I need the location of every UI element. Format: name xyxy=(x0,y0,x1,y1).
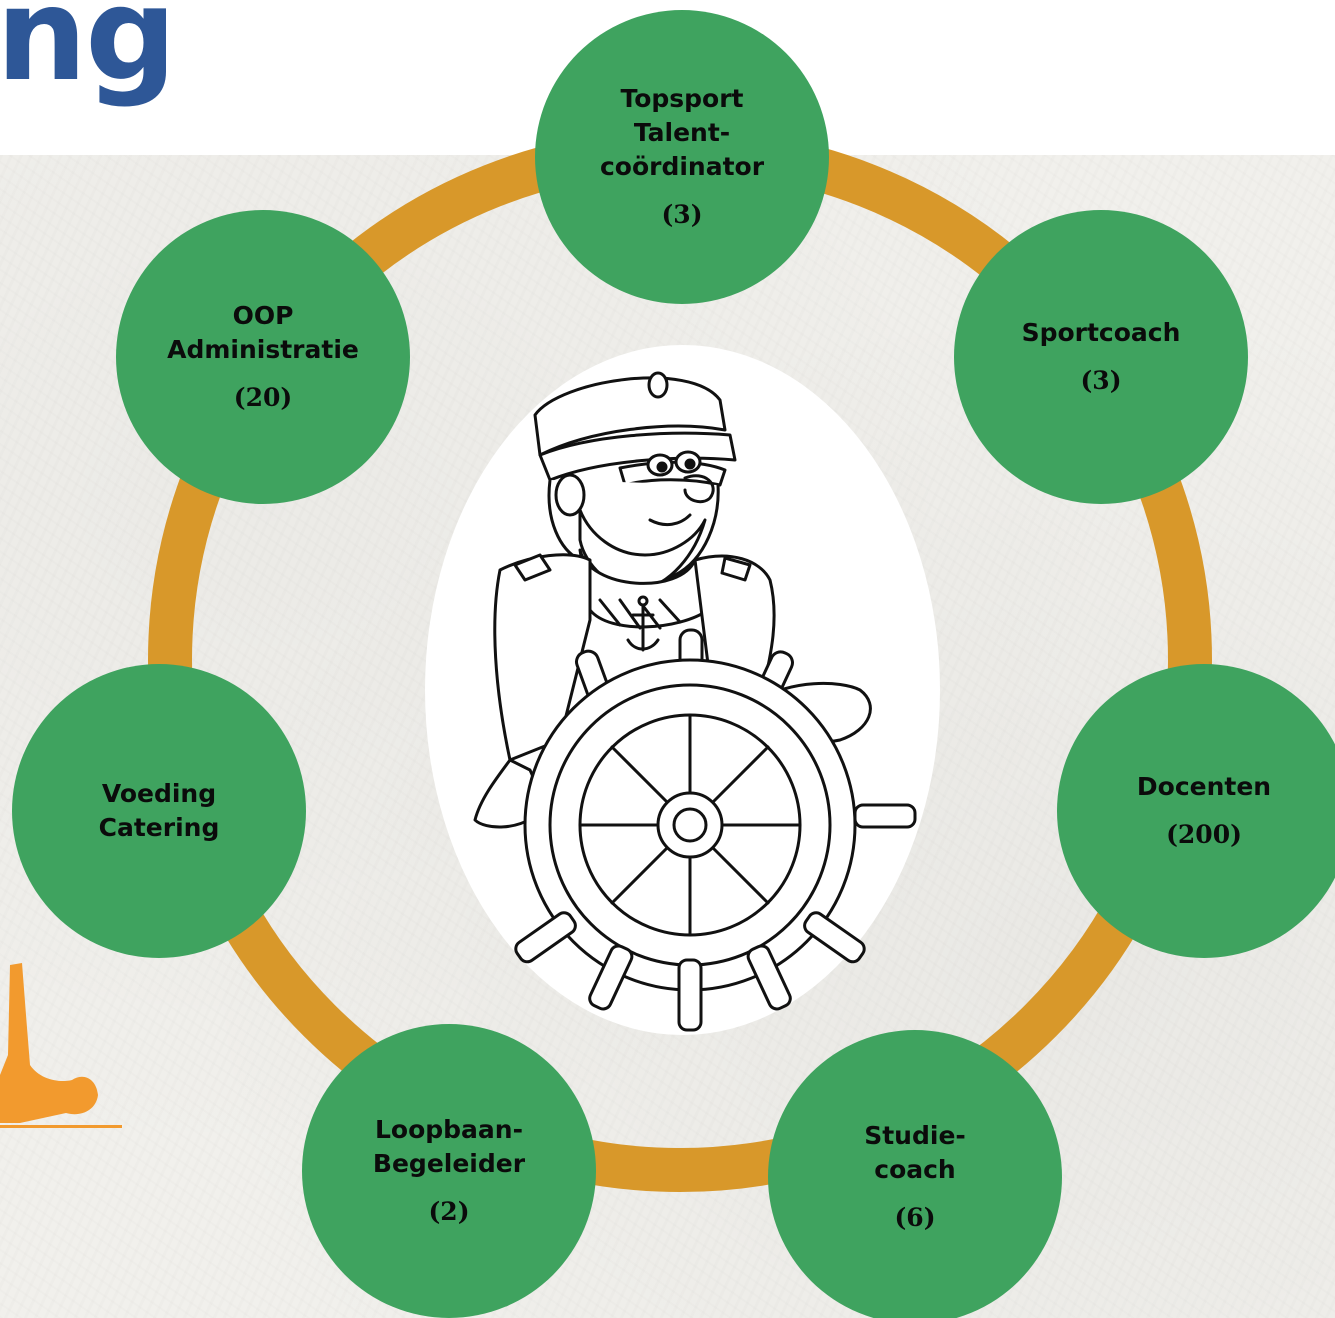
role-node-loopbaanbegeleider: Loopbaan- Begeleider (2) xyxy=(302,1024,596,1318)
ship-captain-icon xyxy=(473,371,917,1032)
role-node-voeding-catering: Voeding Catering xyxy=(12,664,306,958)
role-label: Studie- xyxy=(864,1121,966,1150)
page-title-fragment: ng xyxy=(0,0,177,110)
role-count: (3) xyxy=(661,200,703,229)
role-label: OOP xyxy=(232,301,294,330)
role-count: (3) xyxy=(1080,366,1122,395)
swimmer-figure-icon xyxy=(0,963,122,1128)
role-count: (6) xyxy=(894,1203,936,1232)
role-label: Begeleider xyxy=(372,1149,526,1178)
role-count: (20) xyxy=(233,383,293,412)
role-node-topsport-talentcoordinator: Topsport Talent- coördinator (3) xyxy=(535,10,829,304)
role-node-docenten: Docenten (200) xyxy=(1057,664,1335,958)
role-label: Administratie xyxy=(167,335,359,364)
role-label: coördinator xyxy=(599,152,765,181)
role-node-studiecoach: Studie- coach (6) xyxy=(768,1030,1062,1318)
role-label: Voeding xyxy=(101,779,217,808)
role-node-sportcoach: Sportcoach (3) xyxy=(954,210,1248,504)
role-label: Topsport xyxy=(620,84,744,113)
role-count: (200) xyxy=(1166,820,1242,849)
role-node-oop-administratie: OOP Administratie (20) xyxy=(116,210,410,504)
role-label: Talent- xyxy=(633,118,731,147)
role-label: Loopbaan- xyxy=(374,1115,523,1144)
role-label: Catering xyxy=(98,813,220,842)
role-label: coach xyxy=(874,1155,956,1184)
role-label: Docenten xyxy=(1136,772,1272,801)
role-count: (2) xyxy=(428,1197,470,1226)
role-label: Sportcoach xyxy=(1021,318,1181,347)
